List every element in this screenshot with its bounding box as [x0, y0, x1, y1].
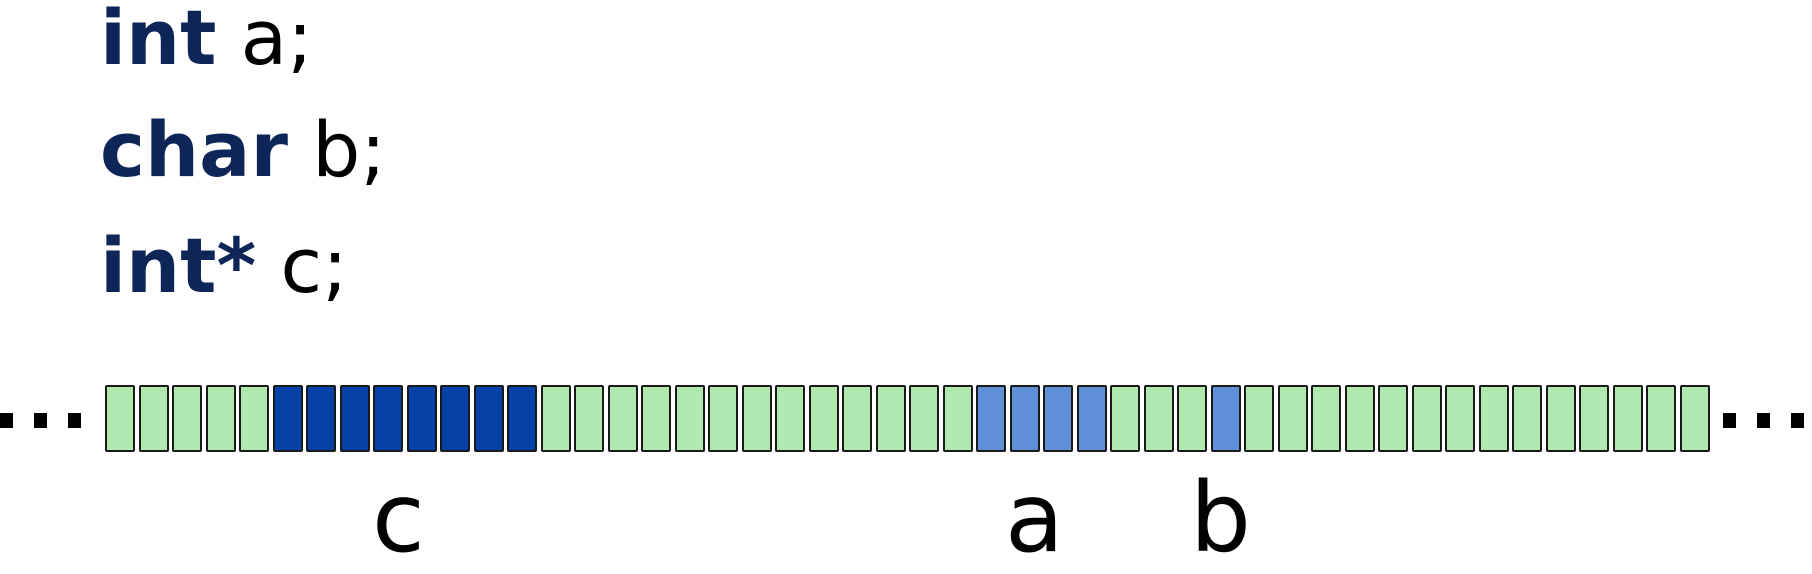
memory-cell-free: [909, 385, 939, 452]
memory-cell-c: [440, 385, 470, 452]
memory-cell-free: [1445, 385, 1475, 452]
type-keyword: char: [100, 105, 288, 194]
ellipsis-dot: [1757, 413, 1770, 428]
variable-name: a: [240, 0, 288, 82]
memory-cell-a: [1076, 385, 1107, 452]
type-keyword: int*: [100, 221, 257, 310]
memory-cell-free: [574, 385, 604, 452]
memory-cell-free: [1311, 385, 1341, 452]
variable-name: b: [312, 105, 361, 194]
memory-cell-free: [1143, 385, 1174, 452]
memory-cell-free: [808, 385, 839, 452]
memory-cell-free: [1110, 385, 1140, 452]
memory-cell-free: [105, 385, 135, 452]
memory-cell-free: [1277, 385, 1308, 452]
memory-cell-c: [406, 385, 437, 452]
memory-cell-free: [741, 385, 772, 452]
memory-cell-a: [1043, 385, 1073, 452]
variable-name: c: [280, 221, 323, 310]
memory-cell-free: [540, 385, 571, 452]
memory-cell-free: [1579, 385, 1609, 452]
memory-cell-free: [172, 385, 202, 452]
memory-cell-free: [942, 385, 973, 452]
label-c: c: [372, 462, 425, 574]
memory-cell-free: [1378, 385, 1408, 452]
memory-cell-free: [775, 385, 805, 452]
memory-cell-free: [1244, 385, 1274, 452]
memory-cell-a: [1009, 385, 1040, 452]
memory-cell-a: [976, 385, 1006, 452]
memory-cell-free: [1612, 385, 1643, 452]
memory-cell-free: [708, 385, 738, 452]
memory-cell-c: [373, 385, 403, 452]
declaration-char-b: char b;: [100, 112, 386, 188]
ellipsis-dot: [1723, 413, 1736, 428]
memory-cell-free: [641, 385, 671, 452]
memory-cell-free: [674, 385, 705, 452]
memory-cell-free: [1512, 385, 1542, 452]
type-keyword: int: [100, 0, 217, 82]
memory-cell-free: [1411, 385, 1442, 452]
memory-strip: [105, 385, 1713, 456]
semicolon: ;: [322, 221, 348, 310]
memory-cell-free: [1545, 385, 1576, 452]
ellipsis-dot: [34, 413, 47, 428]
label-a: a: [1005, 462, 1064, 574]
left-ellipsis: [0, 413, 81, 428]
memory-cell-b: [1210, 385, 1241, 452]
memory-cell-free: [1478, 385, 1509, 452]
memory-cell-c: [272, 385, 303, 452]
memory-cell-free: [239, 385, 269, 452]
label-b: b: [1190, 462, 1251, 574]
right-ellipsis: [1723, 413, 1804, 428]
memory-cell-c: [306, 385, 336, 452]
memory-cell-free: [1344, 385, 1375, 452]
memory-cell-free: [138, 385, 169, 452]
ellipsis-dot: [68, 413, 81, 428]
memory-cell-free: [842, 385, 872, 452]
declaration-int-pointer-c: int* c;: [100, 228, 348, 304]
memory-cell-free: [1177, 385, 1207, 452]
ellipsis-dot: [0, 413, 13, 428]
memory-cell-free: [607, 385, 638, 452]
memory-cell-c: [339, 385, 370, 452]
memory-cell-c: [473, 385, 504, 452]
memory-cell-free: [1679, 385, 1710, 452]
semicolon: ;: [360, 105, 386, 194]
memory-cell-free: [875, 385, 906, 452]
memory-cell-free: [1646, 385, 1676, 452]
semicolon: ;: [287, 0, 313, 82]
declaration-int-a: int a;: [100, 0, 313, 76]
ellipsis-dot: [1791, 413, 1804, 428]
memory-cell-c: [507, 385, 537, 452]
memory-cell-free: [205, 385, 236, 452]
